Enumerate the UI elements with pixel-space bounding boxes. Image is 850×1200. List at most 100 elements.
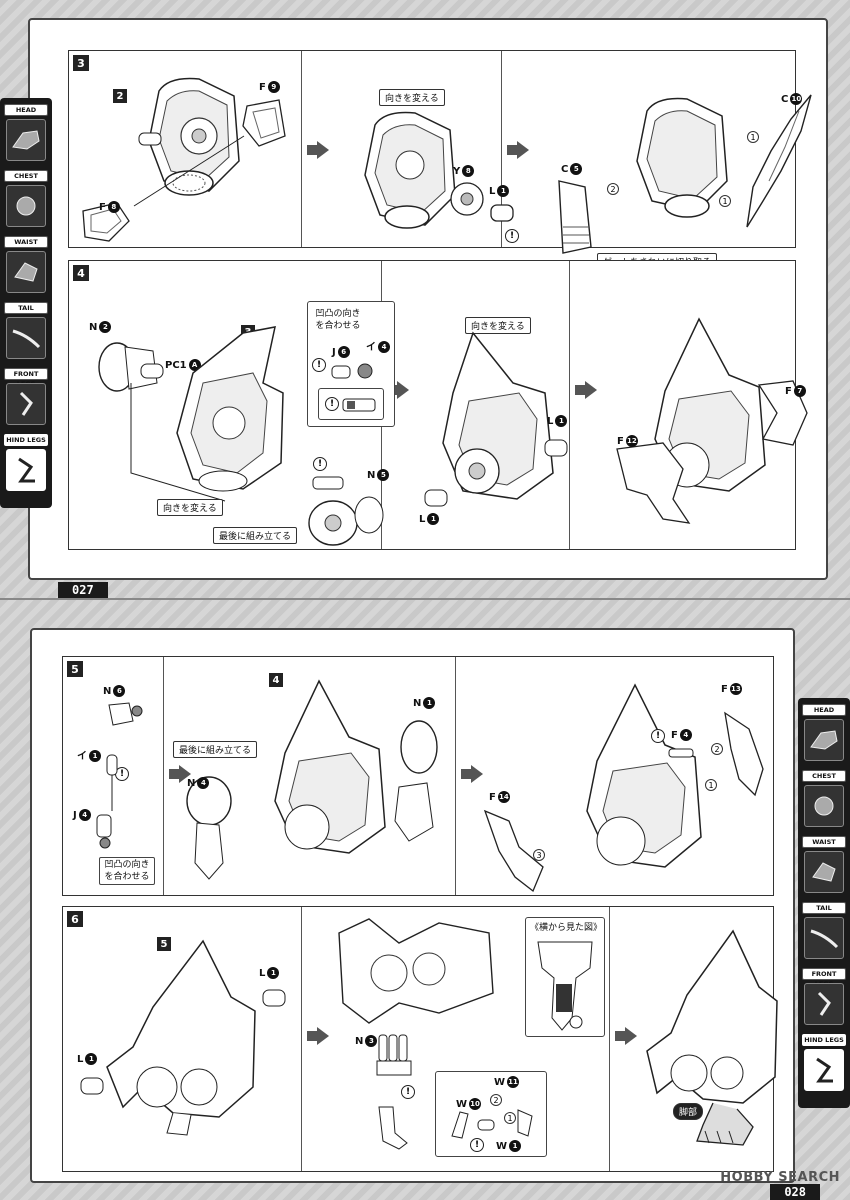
part-j4-drawing bbox=[96, 814, 112, 849]
part-f13-drawing bbox=[724, 711, 764, 797]
part-n6-drawing bbox=[108, 702, 143, 726]
chassis-assembly-drawing bbox=[274, 679, 386, 854]
caution-icon: ! bbox=[312, 358, 326, 372]
chassis-assembly-drawing bbox=[176, 326, 284, 492]
order-marker: 2 bbox=[711, 743, 723, 755]
hind-legs-thumbnail-icon bbox=[6, 449, 46, 491]
side-view-label: 《横から見た図》 bbox=[530, 923, 603, 933]
instruction-callout: 最後に組み立てる bbox=[213, 527, 298, 544]
step-arrow-icon bbox=[307, 1027, 329, 1045]
nav-item-tail[interactable]: TAIL bbox=[4, 302, 48, 364]
nav-item-waist[interactable]: WAIST bbox=[802, 836, 846, 898]
nav-item-chest[interactable]: CHEST bbox=[802, 770, 846, 832]
nav-item-front-legs[interactable]: FRONT LEGS bbox=[802, 968, 846, 1030]
part-l1-cap-drawing bbox=[80, 1077, 104, 1095]
caution-icon: ! bbox=[651, 729, 665, 743]
step-number: 6 bbox=[67, 911, 83, 927]
tail-thumbnail-icon bbox=[6, 317, 46, 359]
part-f4-pin-drawing bbox=[668, 748, 694, 758]
nav-label: HIND LEGS bbox=[4, 434, 48, 446]
nav-item-hind-legs[interactable]: HIND LEGS bbox=[4, 434, 48, 496]
page-number: 028 bbox=[770, 1184, 820, 1200]
panel-divider bbox=[455, 657, 456, 895]
panel-divider bbox=[163, 657, 164, 895]
part-pc1-drawing bbox=[140, 363, 164, 379]
step-3-box: 3 2 bbox=[68, 50, 812, 270]
part-n3-drawing bbox=[376, 1034, 412, 1076]
detail-closeup-box: ! bbox=[318, 388, 384, 420]
nav-item-waist[interactable]: WAIST bbox=[4, 236, 48, 298]
part-c10-blade-drawing bbox=[746, 94, 812, 228]
caution-icon: ! bbox=[325, 397, 339, 411]
head-thumbnail-icon bbox=[6, 119, 46, 161]
nav-label: WAIST bbox=[802, 836, 846, 848]
nav-item-front-legs[interactable]: FRONT LEGS bbox=[4, 368, 48, 430]
instruction-callout: 最後に組み立てる bbox=[173, 741, 258, 758]
caution-icon: ! bbox=[313, 457, 327, 471]
page-027: 3 2 bbox=[0, 0, 850, 600]
joint-pin-drawing bbox=[331, 363, 373, 379]
caution-icon: ! bbox=[401, 1085, 415, 1099]
side-view-inset-box: 《横から見た図》 bbox=[525, 917, 605, 1037]
nav-item-hind-legs[interactable]: HIND LEGS bbox=[802, 1034, 846, 1096]
part-joint-drawing bbox=[106, 754, 118, 811]
nav-item-head[interactable]: HEAD bbox=[4, 104, 48, 166]
section-nav: HEAD CHEST WAIST TAIL FRONT LEGS bbox=[798, 698, 850, 1108]
part-n1-drawing bbox=[394, 720, 438, 842]
panel-divider bbox=[301, 907, 302, 1171]
nav-label: HIND LEGS bbox=[802, 1034, 846, 1046]
chassis-assembly-drawing bbox=[586, 683, 702, 868]
order-marker: 1 bbox=[719, 195, 731, 207]
nav-item-tail[interactable]: TAIL bbox=[802, 902, 846, 964]
nav-item-head[interactable]: HEAD bbox=[802, 704, 846, 766]
nav-item-chest[interactable]: CHEST bbox=[4, 170, 48, 232]
part-l1-cap-drawing bbox=[544, 439, 568, 457]
step-arrow-icon bbox=[507, 141, 529, 159]
caution-icon: ! bbox=[470, 1138, 484, 1152]
panel-divider bbox=[301, 51, 302, 247]
hind-legs-thumbnail-icon bbox=[804, 1049, 844, 1091]
part-foot-drawing bbox=[378, 1106, 408, 1150]
step-arrow-icon bbox=[615, 1027, 637, 1045]
instruction-sheet: 3 2 bbox=[28, 18, 828, 580]
sub-assembly-ref: 5 bbox=[157, 937, 171, 951]
part-f9-drawing bbox=[242, 99, 286, 147]
step-arrow-icon bbox=[307, 141, 329, 159]
part-n4-leg-drawing bbox=[186, 776, 232, 880]
side-view-drawing bbox=[537, 941, 593, 1031]
part-y8-drawing bbox=[450, 182, 484, 216]
guide-line bbox=[130, 383, 226, 502]
part-f14-drawing bbox=[483, 809, 544, 893]
part-f7-drawing bbox=[757, 380, 808, 446]
guide-line bbox=[133, 135, 245, 207]
panel-divider bbox=[609, 907, 610, 1171]
nav-label: HEAD bbox=[802, 704, 846, 716]
head-thumbnail-icon bbox=[804, 719, 844, 761]
